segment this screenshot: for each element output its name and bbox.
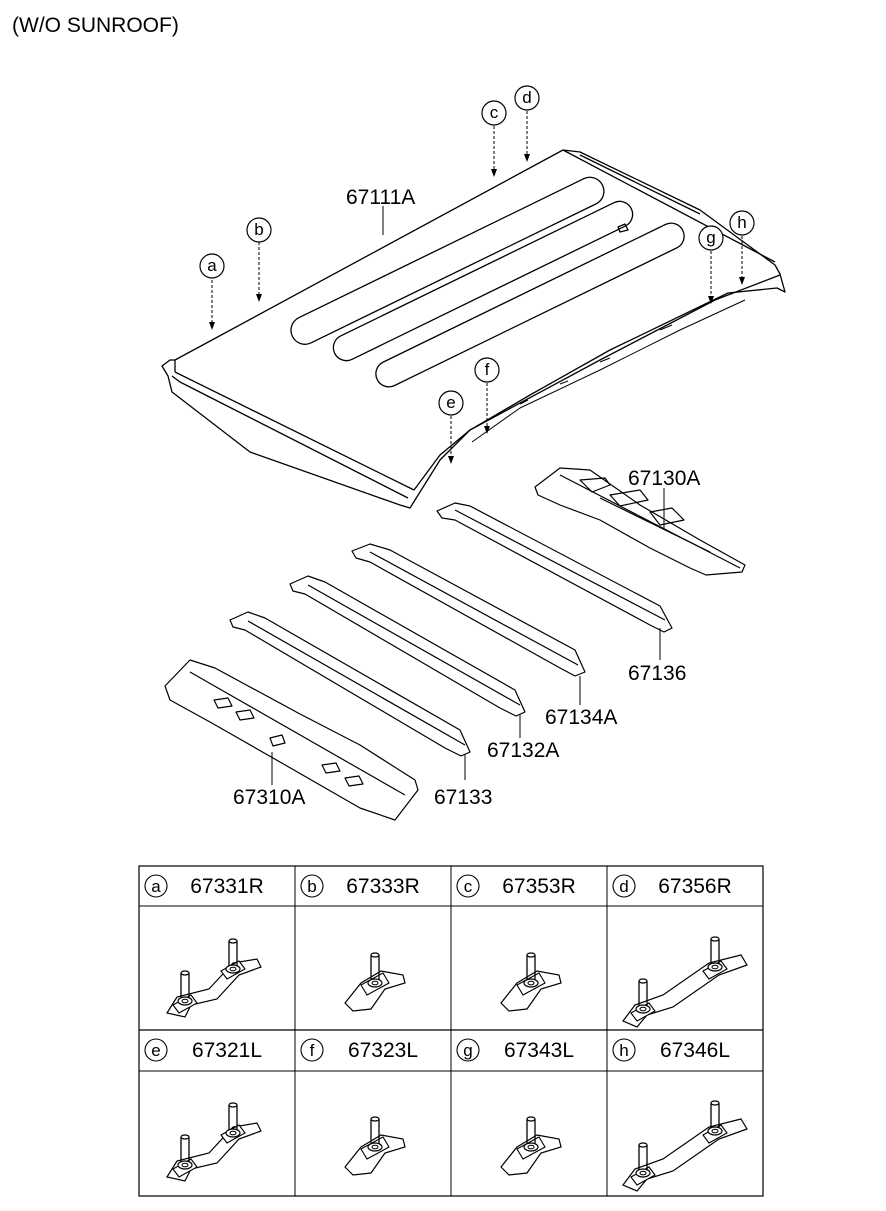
part-label-bow-67132A: 67132A <box>487 739 559 762</box>
part-label-bow-67133: 67133 <box>434 786 492 809</box>
legend-part-number: 67333R <box>346 875 420 898</box>
legend-part-number: 67321L <box>192 1039 262 1062</box>
legend-part-number: 67323L <box>348 1039 418 1062</box>
legend-cell-e: e 67321L <box>144 1038 262 1181</box>
part-label-roof-panel: 67111A <box>346 186 415 209</box>
arrowheads <box>209 154 745 464</box>
single-stud-clip-icon <box>345 1117 405 1175</box>
single-stud-clip-icon <box>501 1117 561 1175</box>
callout-circle <box>698 225 724 251</box>
legend-letter: f <box>310 1041 315 1060</box>
clip-legend-table: a 67331R b 67333R c 67353R d 67356R e 67321L f 6732… <box>138 865 764 1197</box>
callout-d: d <box>514 85 540 111</box>
roof-panel <box>161 149 786 509</box>
legend-cell-d: d 67356R <box>612 874 747 1027</box>
callout-letter: g <box>706 228 715 247</box>
callout-circle <box>481 100 507 126</box>
legend-letter: g <box>463 1041 472 1060</box>
callout-circle <box>474 357 500 383</box>
callout-c: c <box>481 100 507 126</box>
rear-roof-rail <box>534 467 746 576</box>
legend-letter-circle <box>144 1038 168 1062</box>
legend-part-number: 67356R <box>658 875 732 898</box>
legend-letter-circle <box>144 874 168 898</box>
callout-g: g <box>698 225 724 251</box>
legend-part-number: 67343L <box>504 1039 574 1062</box>
callout-letter: b <box>254 220 263 239</box>
legend-cell-c: c 67353R <box>456 874 576 1011</box>
single-stud-clip-icon <box>501 953 561 1011</box>
legend-cell-g: g 67343L <box>456 1038 574 1175</box>
legend-letter: e <box>151 1041 160 1060</box>
part-label-rear-rail: 67130A <box>628 467 700 490</box>
callout-circle <box>199 253 225 279</box>
legend-letter-circle <box>612 1038 636 1062</box>
callout-letter: a <box>207 256 217 275</box>
callout-f: f <box>474 357 500 383</box>
callout-circle <box>514 85 540 111</box>
legend-cell-b: b 67333R <box>300 874 420 1011</box>
page-title: (W/O SUNROOF) <box>12 14 179 37</box>
roof-bow-67136 <box>436 502 673 633</box>
legend-letter: c <box>464 877 473 896</box>
legend-letter-circle <box>300 874 324 898</box>
callout-circle <box>246 217 272 243</box>
long-double-stud-clip-icon <box>623 1101 747 1191</box>
part-label-bow-67134A: 67134A <box>545 706 617 729</box>
legend-letter-circle <box>300 1038 324 1062</box>
double-stud-clip-icon <box>167 939 261 1017</box>
callout-e: e <box>438 390 464 416</box>
legend-part-number: 67353R <box>502 875 576 898</box>
legend-letter: a <box>151 877 161 896</box>
legend-letter: d <box>619 877 628 896</box>
callout-h: h <box>729 210 755 236</box>
legend-letter: h <box>619 1041 628 1060</box>
callout-circle <box>438 390 464 416</box>
legend-letter-circle <box>456 1038 480 1062</box>
part-label-bow-67136: 67136 <box>628 662 686 685</box>
callout-letter: h <box>737 213 746 232</box>
roof-bow-67134A <box>351 543 586 677</box>
part-leaders <box>271 206 665 785</box>
legend-part-number: 67346L <box>660 1039 730 1062</box>
roof-bow-67132A <box>289 575 526 717</box>
front-roof-rail <box>164 659 419 821</box>
legend-cell-h: h 67346L <box>612 1038 747 1191</box>
double-stud-clip-icon <box>167 1103 261 1181</box>
legend-letter-circle <box>612 874 636 898</box>
callout-letter: c <box>490 103 499 122</box>
callout-circle <box>729 210 755 236</box>
legend-letter-circle <box>456 874 480 898</box>
legend-part-number: 67331R <box>190 875 264 898</box>
single-stud-clip-icon <box>345 953 405 1011</box>
callout-letter: e <box>446 393 455 412</box>
callout-a: a <box>199 253 225 279</box>
part-label-front-rail: 67310A <box>233 786 305 809</box>
legend-cell-f: f 67323L <box>300 1038 418 1175</box>
callout-letter: f <box>485 360 490 379</box>
callout-b: b <box>246 217 272 243</box>
callout-leaders <box>211 111 743 462</box>
legend-letter: b <box>307 877 316 896</box>
callout-letter: d <box>522 88 531 107</box>
long-double-stud-clip-icon <box>623 937 747 1027</box>
legend-cell-a: a 67331R <box>144 874 264 1017</box>
